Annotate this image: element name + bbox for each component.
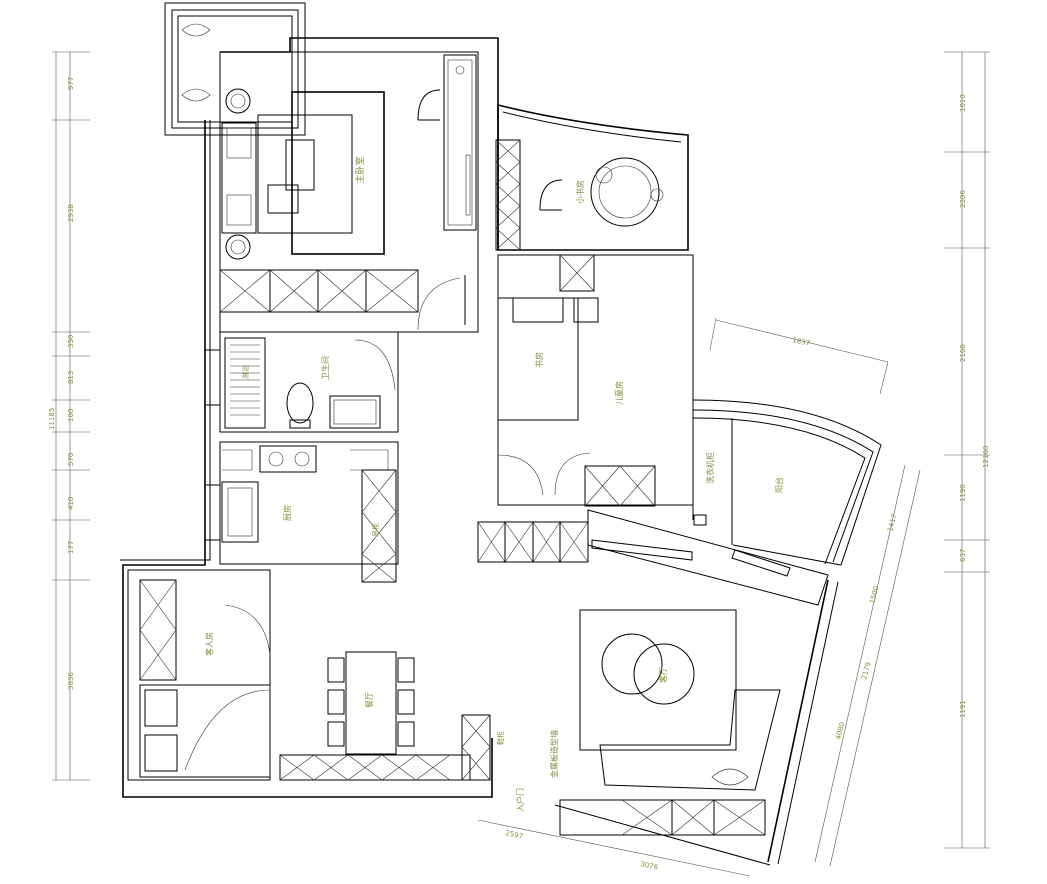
guest-room: 客人房	[127, 569, 271, 781]
left-dimension-chain: 977 2938 350 813 100 570 410 177 3036 11…	[48, 51, 90, 781]
label-living: 客厅	[658, 667, 668, 683]
right-dimension-chain: 1010 2306 2160 12100 1190 637 1191	[944, 51, 990, 849]
dim-right-1: 1010	[959, 94, 967, 112]
dim-misc-4: 2179	[860, 661, 872, 680]
dim-left-9: 3036	[67, 672, 75, 690]
label-small-study: 小书房	[575, 180, 585, 204]
label-bathroom: 卫生间	[320, 356, 330, 380]
dim-left-5: 100	[67, 409, 75, 422]
label-kitchen: 厨房	[282, 505, 292, 521]
corridor-cabinets	[477, 509, 829, 606]
dim-misc-7: 2597	[505, 829, 524, 841]
label-kids-room: 儿童房	[614, 381, 624, 405]
dim-left-8: 177	[67, 541, 75, 554]
label-shower: 淋浴	[241, 365, 250, 379]
dim-right-5: 637	[959, 549, 967, 562]
living-room: 客厅 金属板造型墙 入户门	[515, 579, 839, 866]
label-dining: 餐厅	[365, 692, 374, 708]
dim-left-total: 11185	[48, 408, 56, 430]
label-study: 书房	[534, 352, 544, 368]
dim-misc-2: 1417	[886, 513, 898, 532]
label-kitchen-cabinet: 吊柜	[371, 523, 380, 537]
dim-right-6: 1191	[959, 700, 967, 718]
dim-right-3: 2160	[959, 344, 967, 362]
bay-window	[164, 2, 306, 136]
label-laundry: 洗衣机柜	[705, 452, 715, 484]
dim-left-2: 2938	[67, 204, 75, 222]
dim-left-3: 350	[67, 335, 75, 348]
dim-misc-1: 1837	[792, 336, 811, 348]
dim-right-4: 1190	[959, 484, 967, 502]
dining: 餐厅 鞋柜	[279, 651, 505, 781]
label-entrance: 入户门	[515, 788, 525, 812]
dim-left-6: 570	[67, 453, 75, 466]
dim-misc-6: 3076	[640, 860, 660, 872]
study-kids: 书房 儿童房	[497, 254, 694, 507]
kitchen: 厨房 吊柜	[205, 441, 399, 583]
small-study: 小书房	[495, 103, 689, 251]
misc-dimensions: 1837 1417 1500 2179 4080 3076 2597	[477, 317, 921, 877]
label-guest-room: 客人房	[204, 632, 214, 656]
balcony: 洗衣机柜 阳台	[692, 399, 882, 566]
master-bedroom: 主卧室	[219, 51, 479, 333]
dim-left-7: 410	[67, 497, 75, 510]
bathroom: 卫生间 淋浴	[205, 331, 399, 433]
label-balcony: 阳台	[774, 477, 784, 493]
dim-right-2: 2306	[959, 190, 967, 208]
label-master-bedroom: 主卧室	[354, 156, 366, 183]
dim-left-4: 813	[67, 371, 75, 384]
dim-left-1: 977	[67, 77, 75, 90]
label-tv-wall: 金属板造型墙	[549, 730, 559, 778]
dim-misc-3: 1500	[868, 585, 880, 604]
label-shoe-cabinet: 鞋柜	[496, 731, 505, 745]
dim-right-total: 12100	[982, 446, 990, 468]
